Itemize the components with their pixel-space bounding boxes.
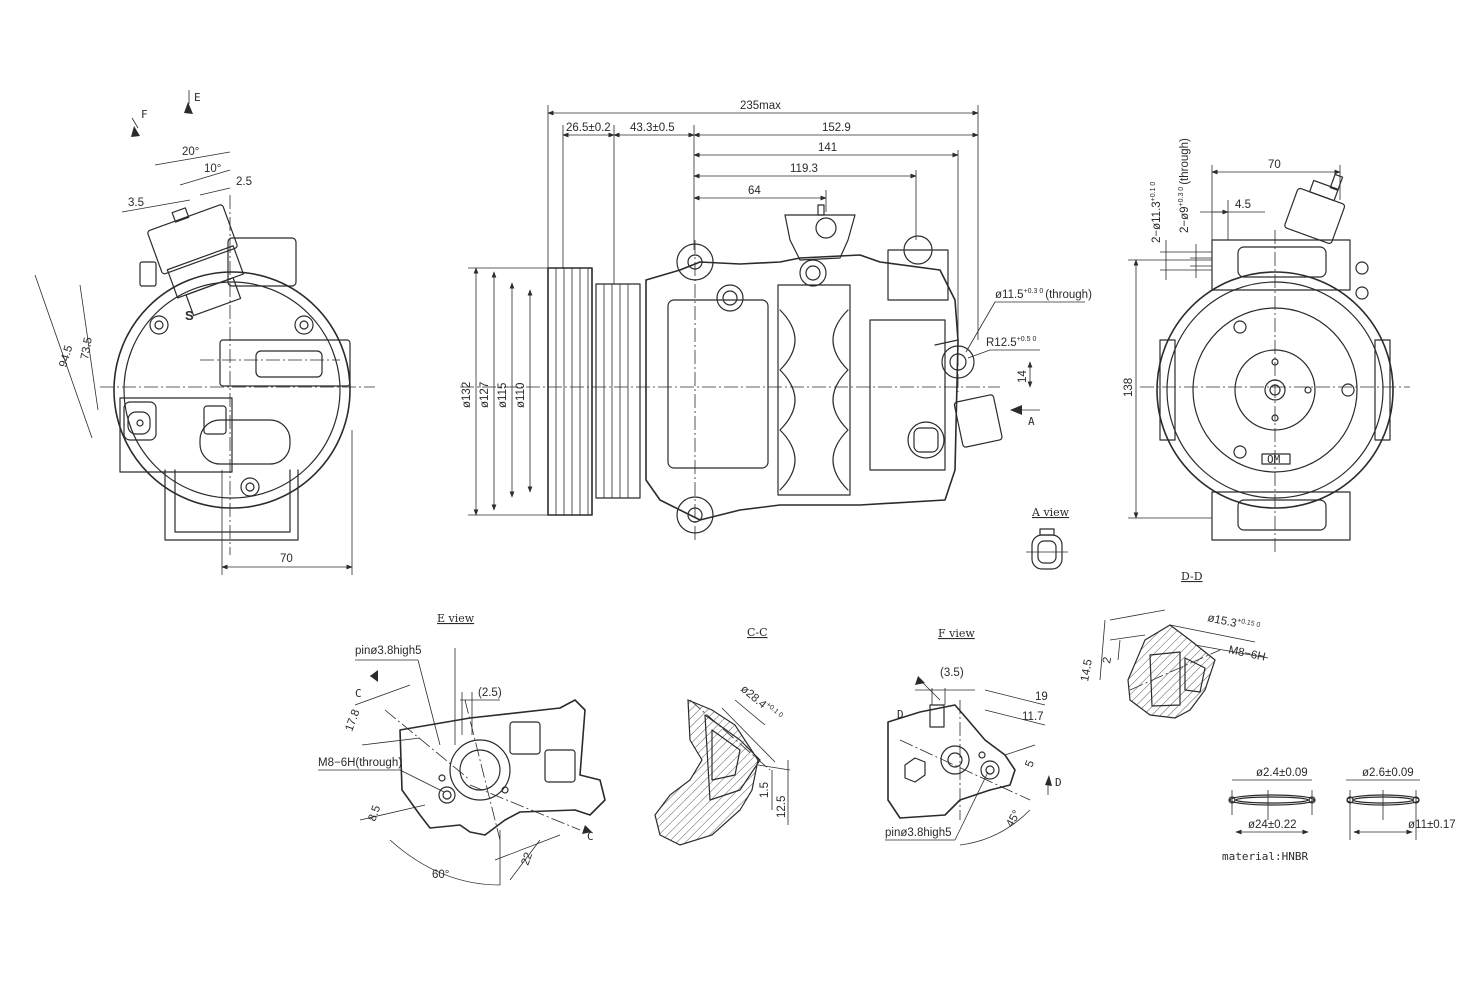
f-dim-5: 5 <box>1024 759 1037 769</box>
e-dim-8-5: 8.5 <box>367 804 384 823</box>
dim-141: 141 <box>818 142 837 154</box>
cc-d28-4-tol: +0.1 0 <box>764 701 784 719</box>
right-2-9-text: 2−ø9 <box>1179 206 1191 233</box>
cc-section: C-C ø28.4+0.1 0 1.5 12.5 <box>654 626 791 846</box>
material-label: material:HNBR <box>1222 850 1308 863</box>
e-dim-17-8: 17.8 <box>344 708 363 733</box>
f-view-title: F view <box>938 627 975 640</box>
left-arrow-f: F <box>141 108 148 121</box>
left-s-label: S <box>185 308 194 323</box>
dd-dim-2: 2 <box>1101 656 1114 664</box>
left-dim-3-5: 3.5 <box>128 197 144 209</box>
r12-5-tol: +0.5 0 <box>1017 336 1037 343</box>
dd-section: D-D 14.5 2 ø15.3+0.15 0 M8−6H <box>1079 570 1269 719</box>
left-arrow-e: E <box>194 91 201 104</box>
left-side-view: S 70 73.5 94.5 20° 10° 2.5 3.5 F E <box>34 90 375 575</box>
left-dim-2-5: 2.5 <box>236 176 252 188</box>
f-dim-3-5: (3.5) <box>940 667 964 679</box>
pulley <box>547 267 641 516</box>
left-dim-70: 70 <box>280 553 293 565</box>
dim-152-9: 152.9 <box>822 122 851 134</box>
right-2-11-3-tol: +0.1 0 <box>1150 182 1157 202</box>
dd-d15-3-tol: +0.15 0 <box>1236 617 1261 629</box>
om-label: OM <box>1267 453 1281 466</box>
oring2-id: ø11±0.17 <box>1408 819 1456 831</box>
d11-5-tol: +0.3 0 <box>1024 288 1044 295</box>
cc-d28-4: ø28.4+0.1 0 <box>738 682 784 724</box>
right-dim-2-9: 2−ø9+0.3 0 (through) <box>1178 138 1191 233</box>
oring-2: ø2.6±0.09 ø11±0.17 <box>1346 767 1456 840</box>
dd-title: D-D <box>1181 570 1203 583</box>
right-dim-2-11-3: 2−ø11.3+0.1 0 <box>1150 182 1163 243</box>
arrow-a-label: A <box>1028 415 1035 428</box>
dim-119-3: 119.3 <box>790 163 818 175</box>
e-c-bottom: C <box>587 830 594 843</box>
e-dim-60: 60° <box>432 869 449 881</box>
oring1-cs: ø2.4±0.09 <box>1256 767 1308 779</box>
oring2-cs: ø2.6±0.09 <box>1362 767 1414 779</box>
e-dim-22: 22 <box>520 851 536 867</box>
cc-d28-4-text: ø28.4 <box>738 683 769 711</box>
f-d-top: D <box>897 708 904 721</box>
dim-d11-5: ø11.5+0.3 0(through) <box>995 288 1092 301</box>
right-front-view: OM 70 4.5 138 2−ø11.3+0.1 0 2−ø9+0.3 0 (t… <box>1123 138 1410 555</box>
dd-d15-3-text: ø15.3 <box>1206 612 1237 630</box>
e-m8: M8−6H(through) <box>318 757 402 769</box>
d11-5-through: (through) <box>1045 289 1092 301</box>
right-2-9-tol: +0.3 0 <box>1178 187 1185 207</box>
dim-43-3: 43.3±0.5 <box>630 122 675 134</box>
dim-26-5: 26.5±0.2 <box>566 122 611 134</box>
dim-d115: ø115 <box>497 383 509 408</box>
dim-d127: ø127 <box>479 382 491 408</box>
dim-d132: ø132 <box>461 382 473 408</box>
e-pin: pinø3.8high5 <box>355 645 422 657</box>
cc-dim-12-5: 12.5 <box>776 796 788 818</box>
dim-14: 14 <box>1017 370 1029 383</box>
e-view: E view (2.5) pinø3.8high5 M8−6H(through)… <box>318 612 606 886</box>
dd-d15-3: ø15.3+0.15 0 <box>1206 611 1261 635</box>
left-dim-10: 10° <box>204 163 221 175</box>
right-dim-138: 138 <box>1123 378 1135 397</box>
a-view-title: A view <box>1031 506 1070 519</box>
right-dim-70: 70 <box>1268 159 1281 171</box>
dim-235max: 235max <box>740 100 781 112</box>
right-2-11-3-text: 2−ø11.3 <box>1151 201 1163 243</box>
cc-title: C-C <box>747 626 768 639</box>
left-dim-73-5: 73.5 <box>79 336 95 360</box>
r12-5-text: R12.5 <box>986 337 1017 349</box>
cc-dim-1-5: 1.5 <box>759 782 771 798</box>
f-dim-11-7: 11.7 <box>1022 711 1044 723</box>
dim-64: 64 <box>748 185 761 197</box>
d11-5-text: ø11.5 <box>995 289 1024 301</box>
f-dim-19: 19 <box>1035 691 1048 703</box>
oring1-id: ø24±0.22 <box>1248 819 1297 831</box>
right-dim-4-5: 4.5 <box>1235 199 1251 211</box>
left-dim-20: 20° <box>182 146 199 158</box>
e-c-top: C <box>355 687 362 700</box>
f-d-right: D <box>1055 776 1062 789</box>
f-view: F view (3.5) 19 11.7 5 45° pinø3.8high5 … <box>885 627 1062 846</box>
oring-1: ø2.4±0.09 ø24±0.22 material:HNBR <box>1222 767 1316 863</box>
dim-d110: ø110 <box>515 383 527 408</box>
dim-r12-5: R12.5+0.5 0 <box>986 336 1036 349</box>
e-view-title: E view <box>437 612 475 625</box>
e-dim-2-5: (2.5) <box>478 687 502 699</box>
main-side-view: 235max 26.5±0.2 43.3±0.5 152.9 141 119.3… <box>460 100 1092 540</box>
f-dim-45: 45° <box>1004 808 1023 829</box>
right-2-9-through: (through) <box>1179 138 1191 185</box>
dd-m8: M8−6H <box>1227 644 1266 664</box>
dd-dim-14-5: 14.5 <box>1079 658 1095 682</box>
a-view: A view <box>1026 506 1070 570</box>
f-pin: pinø3.8high5 <box>885 827 952 839</box>
